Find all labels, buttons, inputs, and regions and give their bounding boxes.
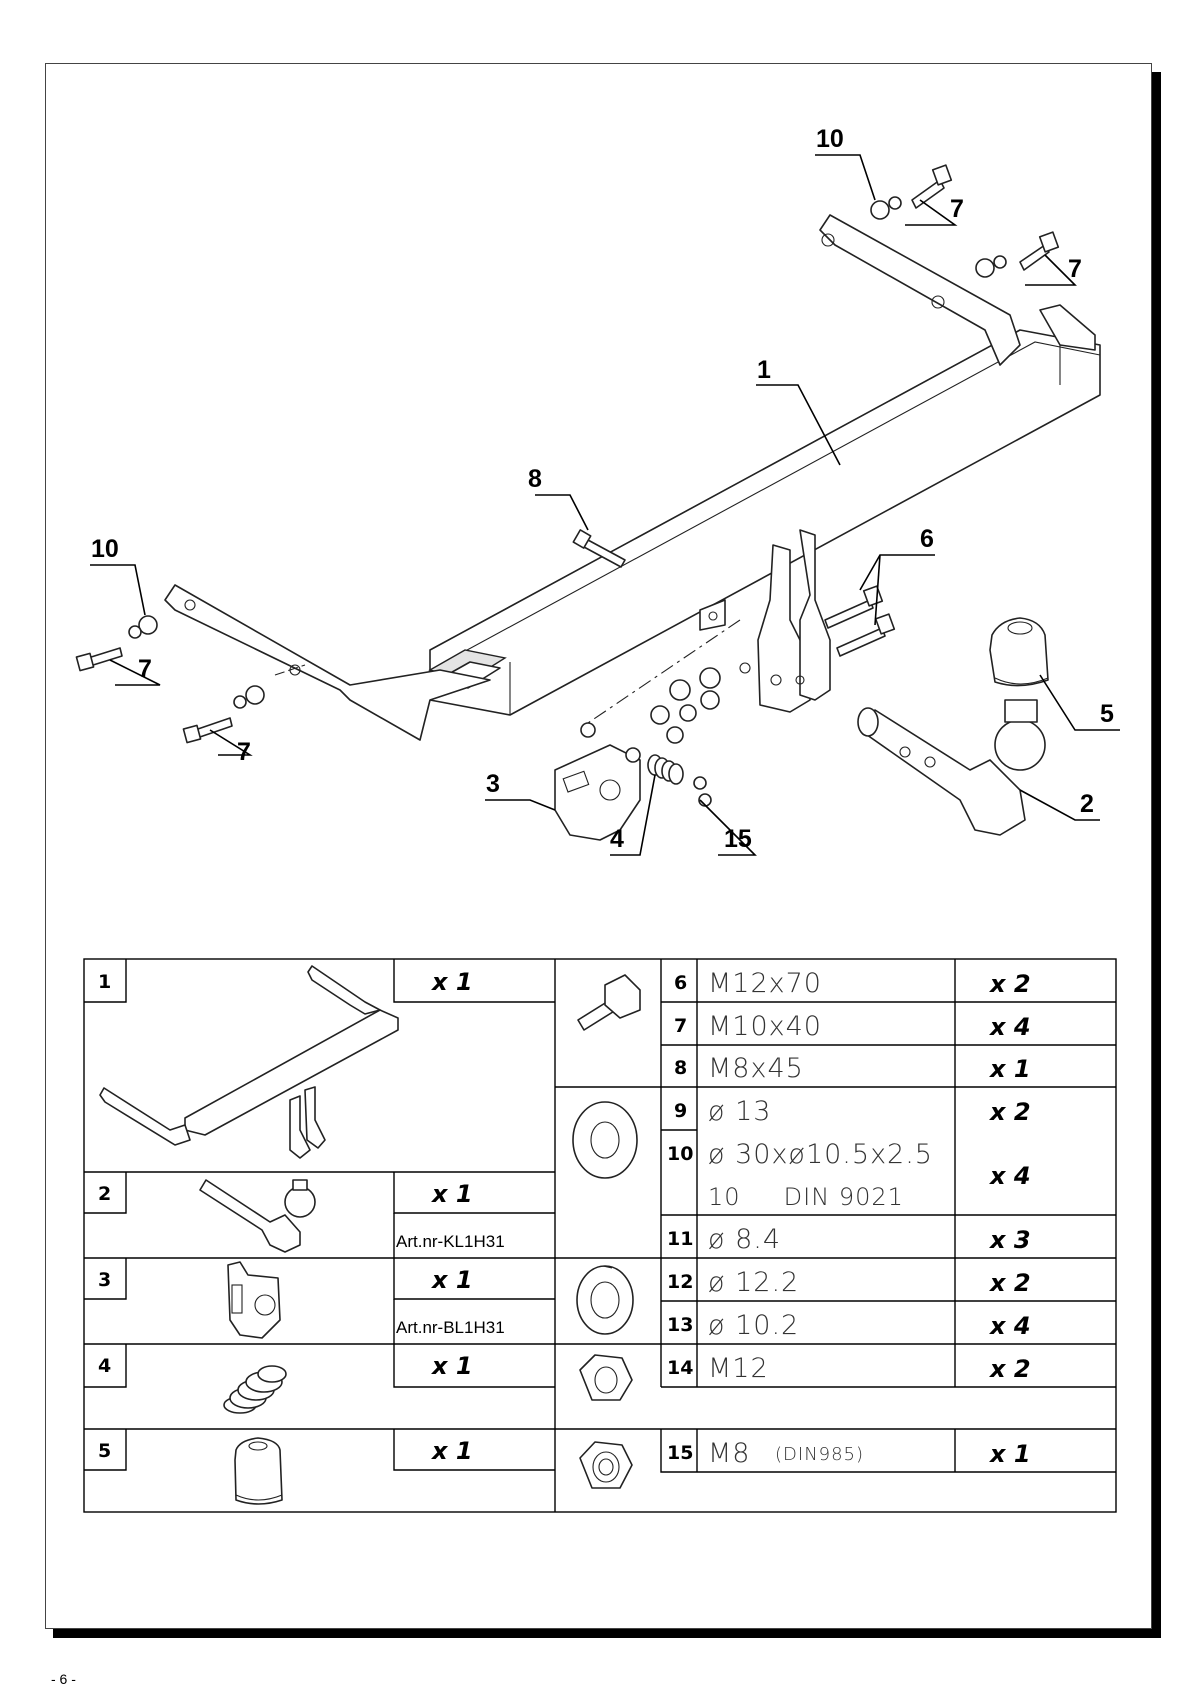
centre-bracket-plates [699, 529, 831, 713]
hw-15-qty: x 1 [989, 1440, 1031, 1468]
item-3-article-number: Art.nr-BL1H31 [396, 1318, 505, 1337]
hw-12-qty: x 2 [989, 1269, 1031, 1297]
page-number: - 6 - [51, 1671, 76, 1687]
hw-11-qty: x 3 [989, 1226, 1031, 1254]
item-1-number: 1 [98, 971, 111, 993]
item-2-article-number: Art.nr-KL1H31 [396, 1232, 505, 1251]
callout-3: 3 [486, 770, 500, 798]
bolts [75, 164, 1060, 744]
crossbar-beam [428, 329, 1101, 716]
callout-5: 5 [1100, 700, 1114, 728]
item-2-qty: x 1 [431, 1180, 473, 1208]
callout-10-top: 10 [816, 125, 844, 153]
hw-15-number: 15 [667, 1442, 693, 1464]
hw-8-qty: x 1 [989, 1055, 1031, 1083]
item-2-number: 2 [98, 1183, 111, 1205]
callout-10-left: 10 [91, 535, 119, 563]
hw-6-number: 6 [674, 972, 687, 994]
hw-10-number: 10 [667, 1143, 693, 1165]
hw-6-spec: M12x70 [708, 968, 822, 999]
callout-2: 2 [1080, 790, 1094, 818]
hw-12-spec: ø 12.2 [708, 1267, 799, 1298]
compression-spring [647, 754, 684, 785]
tow-ball-neck [857, 699, 1046, 836]
hw-7-spec: M10x40 [708, 1011, 822, 1042]
item-4-number: 4 [98, 1355, 111, 1377]
hw-8-number: 8 [674, 1057, 687, 1079]
hw-15-spec: M8 [708, 1438, 750, 1469]
hw-12-number: 12 [667, 1271, 693, 1293]
hw-8-spec: M8x45 [708, 1053, 804, 1084]
item-5-qty: x 1 [431, 1437, 473, 1465]
hw-13-number: 13 [667, 1314, 693, 1336]
callout-8: 8 [528, 465, 542, 493]
hw-7-qty: x 4 [989, 1013, 1031, 1041]
hw-11-number: 11 [667, 1228, 693, 1250]
hw-13-qty: x 4 [989, 1312, 1031, 1340]
tow-ball-cap [989, 617, 1049, 687]
item-5-number: 5 [98, 1440, 111, 1462]
thumbnail-crossbar [99, 965, 399, 1159]
right-mounting-arm [819, 214, 1096, 366]
thumbnail-flat-washer [572, 1101, 638, 1179]
thumbnail-socket-plate [227, 1261, 281, 1339]
hw-15-spec-note: (DIN985) [775, 1444, 864, 1465]
hw-6-qty: x 2 [989, 970, 1031, 998]
washers-and-nuts [128, 196, 1007, 807]
thumbnail-ball-neck [199, 1179, 316, 1253]
callout-6: 6 [920, 525, 934, 553]
hw-10-qty: x 4 [989, 1162, 1031, 1190]
thumbnail-hex-nut [579, 1354, 633, 1401]
hw-10-spec-line2: 10 DIN 9021 [708, 1183, 904, 1211]
hw-13-spec: ø 10.2 [708, 1310, 799, 1341]
socket-plate [554, 744, 641, 841]
hw-14-qty: x 2 [989, 1355, 1031, 1383]
callout-7-top-lower: 7 [1068, 255, 1082, 283]
hw-7-number: 7 [674, 1015, 687, 1037]
thumbnail-bolt [577, 974, 641, 1031]
thumbnail-lock-nut [579, 1441, 633, 1489]
hw-14-number: 14 [667, 1357, 693, 1379]
item-3-number: 3 [98, 1269, 111, 1291]
hw-9-qty: x 2 [989, 1098, 1031, 1126]
thumbnail-ball-cap [234, 1437, 283, 1505]
hw-10-spec: ø 30xø10.5x2.5 [708, 1139, 933, 1170]
leader-lines [90, 154, 1120, 856]
callout-15: 15 [724, 825, 752, 853]
item-4-qty: x 1 [431, 1352, 473, 1380]
thumbnail-spring [223, 1365, 287, 1414]
item-3-qty: x 1 [431, 1266, 473, 1294]
callout-7-left-lower: 7 [237, 738, 251, 766]
callout-4: 4 [610, 825, 624, 853]
thumbnail-spring-washer [576, 1265, 634, 1335]
hw-14-spec: M12 [708, 1353, 769, 1384]
callout-7-top-upper: 7 [950, 195, 964, 223]
hw-9-spec: ø 13 [708, 1096, 771, 1127]
hw-9-number: 9 [674, 1100, 687, 1122]
hw-11-spec: ø 8.4 [708, 1224, 781, 1255]
callout-1: 1 [757, 356, 771, 384]
callout-7-left-upper: 7 [138, 655, 152, 683]
item-1-qty: x 1 [431, 968, 473, 996]
